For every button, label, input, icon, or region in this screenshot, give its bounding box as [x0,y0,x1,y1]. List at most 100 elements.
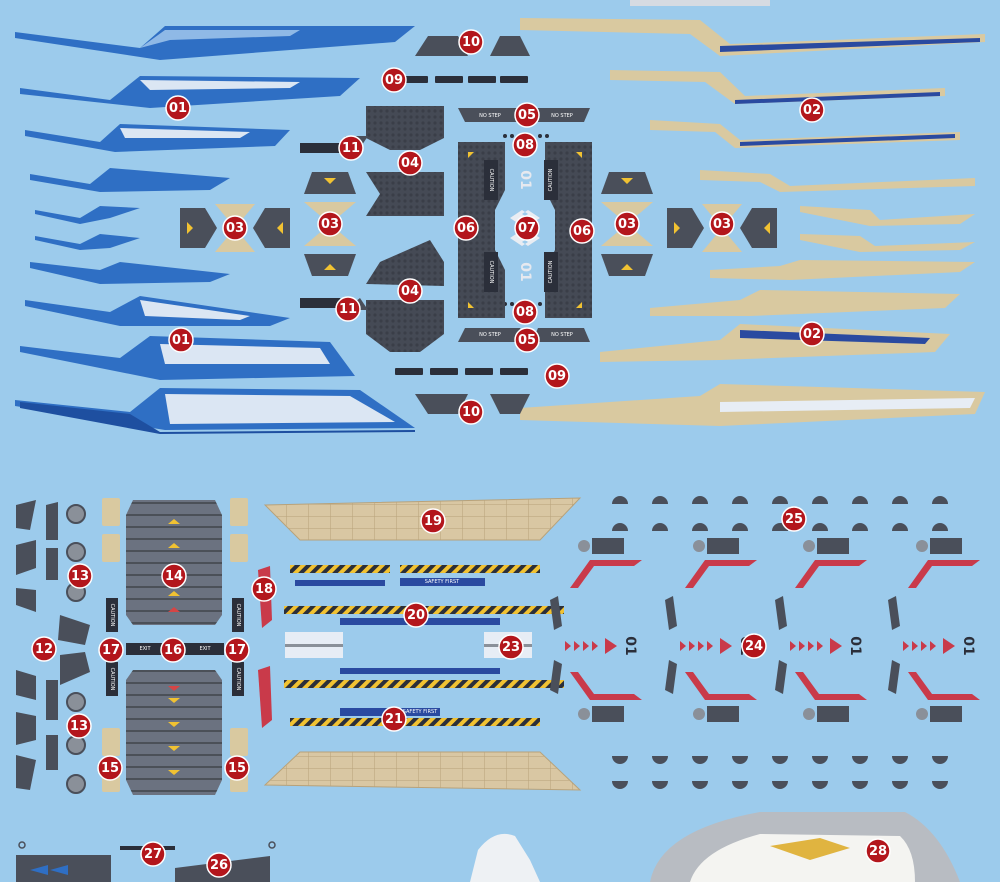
code-01-mark: 01 [622,636,638,655]
badge-label: 03 [618,217,636,232]
dome-icon [892,523,908,531]
caution-label-d: CAUTION [548,260,554,283]
number-badge-b02a: 02 [799,97,825,123]
marking-24-cluster [570,538,642,588]
badge-label: 17 [228,643,246,658]
badge-label: 16 [164,643,182,658]
badge-label: 09 [385,73,403,88]
badge-label: 12 [35,642,53,657]
number-badge-b17b: 17 [224,637,250,663]
dome-icon [852,756,868,764]
no-step-label-a: NO STEP [479,113,501,119]
marking-24-cluster [908,672,980,722]
decal-25-dome-grid [612,496,948,789]
number-badge-b19: 19 [420,508,446,534]
dome-icon [892,756,908,764]
dome-icon [612,781,628,789]
dome-icon [652,496,668,504]
badge-label: 09 [548,369,566,384]
marking-24-cluster [685,672,757,722]
number-badge-b28: 28 [865,838,891,864]
dome-icon [852,523,868,531]
marking-24-cluster [908,538,980,588]
marking-24-arrows: 01 [775,596,863,694]
number-badge-b18: 18 [251,576,277,602]
number-badge-b17a: 17 [98,637,124,663]
badge-label: 04 [401,284,419,299]
dome-icon [932,523,948,531]
badge-label: 02 [803,103,821,118]
badge-label: 02 [803,327,821,342]
badge-label: 08 [516,138,534,153]
number-badge-b03d: 03 [709,211,735,237]
marking-24-cluster [570,672,642,722]
number-badge-b04b: 04 [397,278,423,304]
badge-label: 21 [385,712,403,727]
marking-24-arrows: 01 [888,596,976,694]
caution-label-g: CAUTION [235,604,241,627]
dome-icon [852,781,868,789]
caution-label-a: CAUTION [488,169,494,192]
no-step-label-c: NO STEP [479,332,501,338]
caution-label-h: CAUTION [235,668,241,691]
dome-icon [692,496,708,504]
number-badge-b08a: 08 [512,132,538,158]
number-badge-b03c: 03 [614,211,640,237]
number-badge-b12: 12 [31,636,57,662]
dome-icon [772,496,788,504]
dome-icon [932,496,948,504]
dome-icon [932,781,948,789]
number-badge-b10a: 10 [458,29,484,55]
number-badge-b07: 07 [514,215,540,241]
number-badge-b27: 27 [140,841,166,867]
badge-label: 27 [144,847,162,862]
badge-label: 01 [169,101,187,116]
safety-first-label-b: SAFETY FIRST [403,709,438,715]
number-badge-b06a: 06 [453,215,479,241]
dome-icon [612,496,628,504]
dome-icon [892,496,908,504]
number-badge-b11a: 11 [338,135,364,161]
number-badge-b16: 16 [160,637,186,663]
number-badge-b15b: 15 [224,755,250,781]
badge-label: 11 [339,302,357,317]
marking-24-cluster [795,672,867,722]
dome-icon [732,781,748,789]
marking-24-cluster [685,538,757,588]
number-badge-b13a: 13 [67,563,93,589]
dome-icon [732,756,748,764]
dome-icon [812,523,828,531]
number-badge-b05a: 05 [514,102,540,128]
dome-icon [812,496,828,504]
dome-icon [692,781,708,789]
marking-24-arrows: 01 [665,596,753,694]
dome-icon [612,756,628,764]
badge-label: 05 [518,333,536,348]
dome-icon [732,496,748,504]
marking-24-cluster [795,538,867,588]
decal-02-gold-stripes [520,18,985,426]
decal-04-hex-panels [366,106,444,352]
number-badge-b02b: 02 [799,321,825,347]
dome-icon [812,781,828,789]
number-badge-b03b: 03 [317,211,343,237]
safety-first-label-a: SAFETY FIRST [425,579,460,585]
decal-10-trapezoids [415,36,530,414]
code-01-lower: 01 [517,262,533,281]
badge-label: 15 [101,761,119,776]
decal-09-small-plates [395,76,528,375]
no-step-label-d: NO STEP [551,332,573,338]
decal-06-central-panels: CAUTION CAUTION CAUTION CAUTION 01 01 [458,142,592,318]
number-badge-b21: 21 [381,706,407,732]
model-photo-preview [470,812,960,882]
badge-label: 11 [342,141,360,156]
dome-icon [692,756,708,764]
marking-24-arrows: 01 [550,596,638,694]
number-badge-b26: 26 [206,852,232,878]
code-01-upper: 01 [517,170,533,189]
badge-label: 08 [516,305,534,320]
badge-label: 17 [102,643,120,658]
